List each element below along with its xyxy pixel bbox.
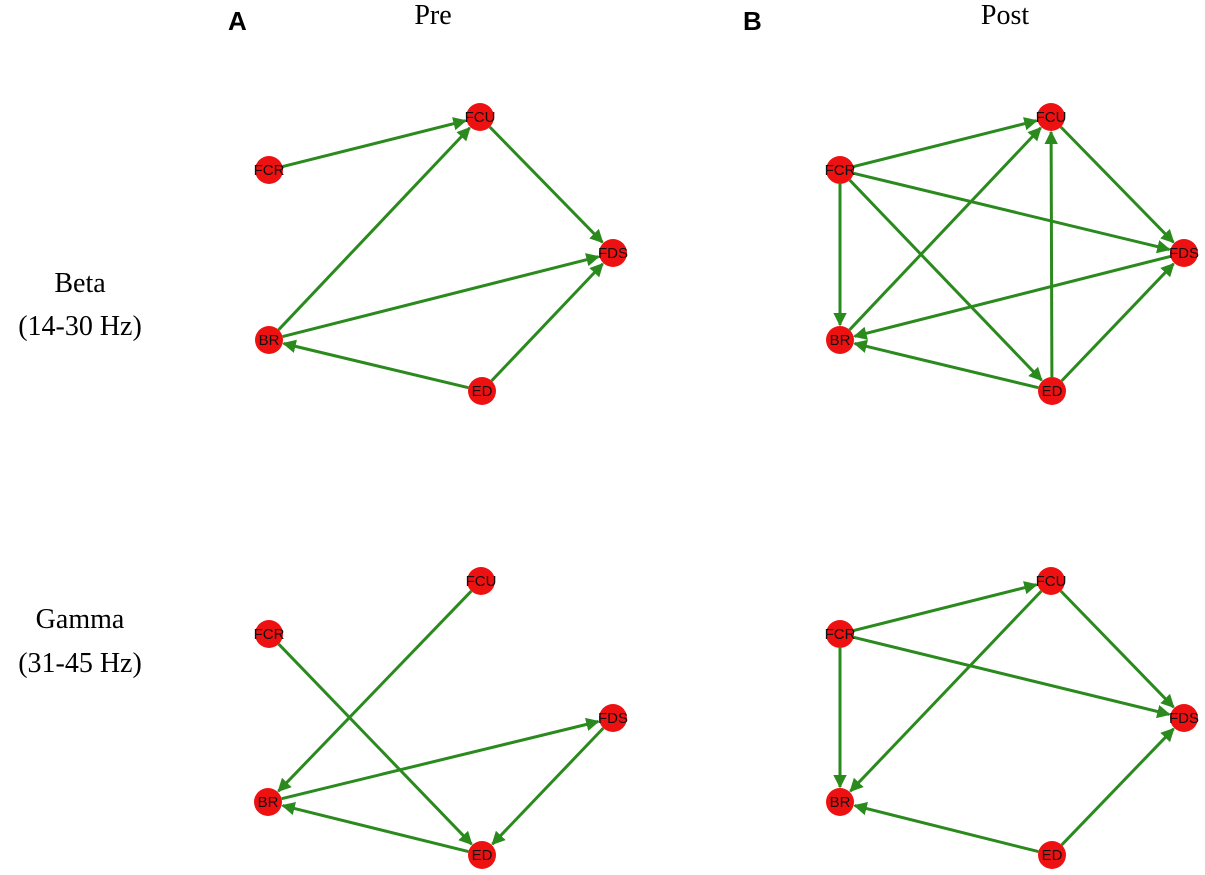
node-ed — [468, 841, 496, 869]
node-br — [826, 326, 854, 354]
edge-fds-to-ed — [491, 727, 605, 846]
row-label-gamma: Gamma — [36, 604, 125, 635]
edge-br-to-fds — [281, 717, 600, 801]
edge-ed-to-br — [281, 801, 469, 854]
node-br — [255, 326, 283, 354]
edge-fcr-to-fcu — [853, 581, 1038, 633]
network-pre-gamma: FCU FCR FDS BR ED — [254, 567, 628, 869]
node-fcr — [826, 620, 854, 648]
edge-ed-to-fds — [490, 262, 604, 382]
node-label-br: BR — [258, 794, 279, 811]
node-fds — [1170, 239, 1198, 267]
edge-ed-to-fds — [1060, 727, 1175, 846]
node-label-fds: FDS — [1169, 710, 1199, 727]
edge-fcu-to-br — [277, 590, 473, 793]
edge-fcr-to-fds — [853, 635, 1171, 719]
edge-ed-to-br — [853, 339, 1039, 390]
column-title-post: Post — [981, 0, 1029, 31]
node-label-fcu: FCU — [1036, 109, 1067, 126]
edge-fcr-to-ed — [277, 643, 473, 846]
edge-fcr-to-fcu — [853, 117, 1038, 169]
edge-ed-to-br — [853, 802, 1039, 854]
node-fcu — [466, 103, 494, 131]
node-fcr — [826, 156, 854, 184]
node-fds — [599, 239, 627, 267]
edge-fcr-to-fds — [853, 171, 1171, 254]
node-label-fcr: FCR — [825, 626, 856, 643]
panel-letter-a: A — [228, 6, 247, 36]
edge-fcu-to-fds — [488, 125, 604, 244]
node-ed — [1038, 841, 1066, 869]
node-label-fcu: FCU — [465, 109, 496, 126]
node-label-fds: FDS — [598, 710, 628, 727]
node-br — [254, 788, 282, 816]
node-fds — [1170, 704, 1198, 732]
edge-ed-to-br — [282, 339, 469, 390]
node-fcr — [255, 156, 283, 184]
node-fcr — [255, 620, 283, 648]
edge-fcu-to-fds — [1059, 589, 1175, 709]
node-label-fcu: FCU — [466, 573, 497, 590]
row-label-gamma-range: (31-45 Hz) — [18, 648, 142, 679]
edge-fcr-to-ed — [848, 179, 1043, 382]
node-fcu — [1037, 103, 1065, 131]
edge-fcu-to-fds — [1059, 125, 1175, 244]
node-label-fcu: FCU — [1036, 573, 1067, 590]
node-label-br: BR — [259, 332, 280, 349]
edge-br-to-fds — [282, 253, 600, 339]
node-label-br: BR — [830, 332, 851, 349]
node-ed — [468, 377, 496, 405]
edge-ed-to-fds — [1060, 262, 1175, 382]
node-label-ed: ED — [1042, 383, 1063, 400]
node-label-br: BR — [830, 794, 851, 811]
node-label-ed: ED — [1042, 847, 1063, 864]
network-post-gamma: FCU FCR FDS BR ED — [825, 567, 1199, 869]
node-label-fcr: FCR — [254, 162, 285, 179]
node-fcu — [1037, 567, 1065, 595]
node-label-fds: FDS — [598, 245, 628, 262]
node-label-fcr: FCR — [825, 162, 856, 179]
node-label-fcr: FCR — [254, 626, 285, 643]
node-br — [826, 788, 854, 816]
edge-ed-to-fcu — [1044, 130, 1058, 378]
network-post-beta: FCU FCR FDS BR ED — [825, 103, 1199, 405]
edge-fcr-to-fcu — [282, 117, 467, 169]
node-label-ed: ED — [472, 383, 493, 400]
node-fds — [599, 704, 627, 732]
row-label-beta: Beta — [54, 268, 106, 299]
node-label-ed: ED — [472, 847, 493, 864]
node-label-fds: FDS — [1169, 245, 1199, 262]
row-label-beta-range: (14-30 Hz) — [18, 311, 142, 342]
edge-fcu-to-br — [849, 590, 1043, 793]
networks-layer: FCUFCRFDSBREDFCUFCRFDSBREDFCUFCRFDSBREDF… — [254, 103, 1199, 869]
panel-letter-b: B — [743, 6, 762, 36]
edge-br-to-fcu — [277, 126, 471, 331]
edge-fds-to-br — [853, 254, 1171, 340]
edge-br-to-fcu — [848, 126, 1042, 331]
network-pre-beta: FCU FCR FDS BR ED — [254, 103, 628, 405]
column-title-pre: Pre — [414, 0, 451, 31]
node-fcu — [467, 567, 495, 595]
node-ed — [1038, 377, 1066, 405]
